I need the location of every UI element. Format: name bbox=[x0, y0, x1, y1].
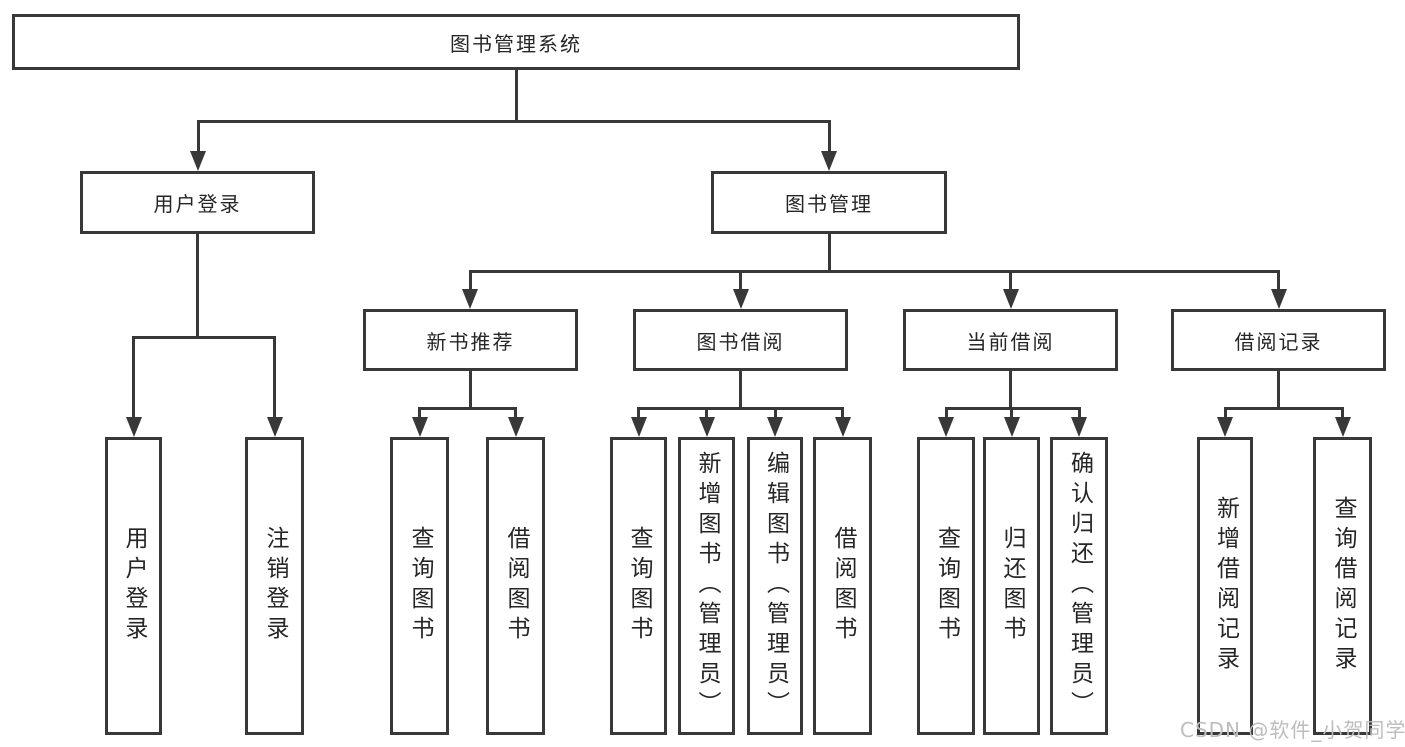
connector-line bbox=[196, 120, 200, 153]
connector-line bbox=[1010, 407, 1013, 419]
node-query-borrow-record: 查询借阅记录 bbox=[1313, 437, 1372, 735]
node-library-management-system: 图书管理系统 bbox=[12, 14, 1020, 70]
node-query-books-borrow: 查询图书 bbox=[610, 437, 667, 735]
connector-line bbox=[1223, 407, 1344, 410]
node-label: 图书管理系统 bbox=[450, 31, 582, 56]
node-label: 查询图书 bbox=[626, 526, 652, 646]
arrow-down-icon bbox=[821, 151, 837, 171]
connector-line bbox=[132, 336, 135, 419]
connector-line bbox=[637, 407, 844, 410]
node-label: 图书借阅 bbox=[696, 329, 785, 354]
connector-line bbox=[637, 407, 640, 419]
node-label: 图书管理 bbox=[785, 192, 873, 216]
node-label: 编辑图书（管理员） bbox=[762, 451, 789, 721]
node-borrowing-records: 借阅记录 bbox=[1171, 309, 1386, 371]
connector-line bbox=[468, 371, 472, 407]
node-add-borrow-record: 新增借阅记录 bbox=[1197, 437, 1253, 735]
connector-line bbox=[827, 234, 831, 270]
connector-line bbox=[196, 234, 199, 336]
arrow-down-icon bbox=[462, 289, 478, 309]
node-label: 注销登录 bbox=[262, 526, 288, 646]
node-label: 新书推荐 bbox=[426, 329, 515, 354]
node-label: 用户登录 bbox=[153, 192, 242, 216]
csdn-watermark: CSDN @软件_小贺同学 bbox=[1180, 718, 1405, 742]
arrow-down-icon bbox=[1003, 417, 1020, 437]
node-user-login-action: 用户登录 bbox=[105, 437, 162, 735]
connector-line bbox=[1277, 270, 1280, 291]
connector-line bbox=[773, 407, 777, 419]
arrow-down-icon bbox=[732, 289, 749, 309]
node-borrow-books-recommend: 借阅图书 bbox=[486, 437, 545, 735]
connector-line bbox=[468, 270, 1280, 273]
node-new-book-recommendation: 新书推荐 bbox=[363, 309, 578, 371]
arrow-down-icon bbox=[1334, 417, 1351, 437]
connector-line bbox=[841, 407, 844, 419]
node-label: 用户登录 bbox=[121, 526, 147, 646]
node-query-books-recommend: 查询图书 bbox=[390, 437, 449, 735]
arrow-down-icon bbox=[630, 417, 647, 437]
node-label: 当前借阅 bbox=[966, 329, 1055, 354]
arrow-down-icon bbox=[190, 151, 206, 171]
connector-line bbox=[827, 120, 831, 153]
node-edit-books-admin: 编辑图书（管理员） bbox=[747, 437, 803, 735]
arrow-down-icon bbox=[1071, 417, 1087, 437]
node-book-management: 图书管理 bbox=[711, 171, 947, 234]
node-label: 借阅图书 bbox=[503, 526, 529, 646]
node-label: 借阅图书 bbox=[830, 526, 856, 646]
connector-line bbox=[1077, 407, 1081, 419]
node-add-books-admin: 新增图书（管理员） bbox=[678, 437, 735, 735]
node-label: 查询图书 bbox=[933, 526, 960, 646]
arrow-down-icon bbox=[834, 417, 851, 437]
connector-line bbox=[705, 407, 708, 419]
connector-line bbox=[418, 407, 421, 419]
connector-line bbox=[514, 70, 518, 120]
connector-line bbox=[418, 407, 517, 410]
node-query-books-current: 查询图书 bbox=[917, 437, 975, 735]
node-logout: 注销登录 bbox=[245, 437, 304, 735]
connector-line bbox=[132, 336, 276, 339]
connector-line bbox=[196, 120, 831, 123]
arrow-down-icon bbox=[767, 417, 783, 437]
arrow-down-icon bbox=[698, 417, 715, 437]
connector-line bbox=[944, 407, 948, 419]
node-label: 借阅记录 bbox=[1234, 329, 1323, 354]
connector-line bbox=[1341, 407, 1344, 419]
connector-line bbox=[739, 371, 742, 407]
arrow-down-icon bbox=[266, 417, 283, 437]
arrow-down-icon bbox=[507, 417, 524, 437]
node-book-borrowing: 图书借阅 bbox=[633, 309, 848, 371]
node-user-login: 用户登录 bbox=[80, 171, 315, 234]
node-label: 查询图书 bbox=[407, 526, 433, 646]
connector-line bbox=[1009, 371, 1012, 407]
node-borrow-books: 借阅图书 bbox=[813, 437, 872, 735]
connector-line bbox=[1277, 371, 1280, 407]
connector-line bbox=[273, 336, 276, 419]
node-confirm-return-admin: 确认归还（管理员） bbox=[1050, 437, 1108, 735]
arrow-down-icon bbox=[1270, 289, 1287, 309]
arrow-down-icon bbox=[1002, 289, 1019, 309]
connector-line bbox=[739, 270, 742, 291]
node-return-books: 归还图书 bbox=[983, 437, 1040, 735]
node-current-borrowing: 当前借阅 bbox=[903, 309, 1118, 371]
connector-line bbox=[1009, 270, 1012, 291]
connector-line bbox=[514, 407, 517, 419]
arrow-down-icon bbox=[938, 417, 954, 437]
node-label: 新增借阅记录 bbox=[1212, 496, 1239, 676]
arrow-down-icon bbox=[1217, 417, 1233, 437]
arrow-down-icon bbox=[411, 417, 428, 437]
arrow-down-icon bbox=[125, 417, 142, 437]
node-label: 归还图书 bbox=[999, 526, 1025, 646]
node-label: 查询借阅记录 bbox=[1330, 496, 1356, 676]
connector-line bbox=[468, 270, 472, 291]
node-label: 确认归还（管理员） bbox=[1066, 451, 1093, 721]
node-label: 新增图书（管理员） bbox=[694, 451, 720, 721]
connector-line bbox=[1223, 407, 1227, 419]
